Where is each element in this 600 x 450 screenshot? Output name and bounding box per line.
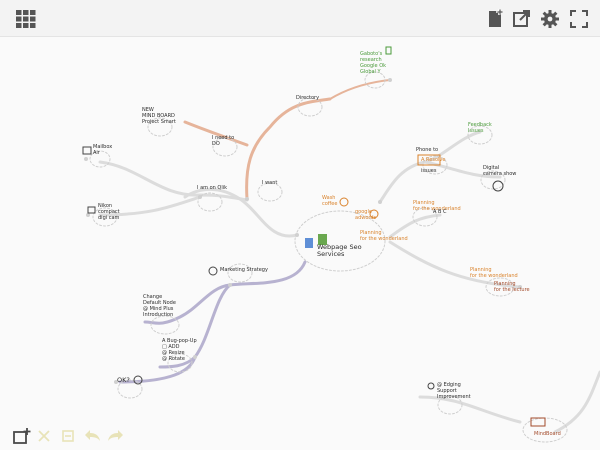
node-green-link[interactable]: Gaboto's research Google Ok Global Y [360,51,387,75]
fullscreen-icon[interactable] [568,8,590,30]
node-phone[interactable]: Phone to [416,147,439,153]
node-seo-feedback[interactable]: Feedback Issues [468,122,492,134]
delete-icon[interactable] [34,426,54,446]
node-change-default[interactable]: Change Default Node @ Mind Plus Introduc… [143,294,176,318]
node-issues[interactable]: issues [421,168,437,174]
node-i-am-on[interactable]: I am on Qlik [197,185,228,191]
node-nikon[interactable]: Nikon compact digi cam [98,203,120,221]
node-mind-board[interactable]: MindBoard [534,431,561,437]
node-abc[interactable]: A B C [433,209,447,215]
node-google-adwords[interactable]: google adwords [355,209,377,221]
export-icon[interactable] [511,8,533,30]
node-ok[interactable]: OK? [117,376,130,384]
node-i-need[interactable]: I need to DO [212,135,235,147]
node-directory[interactable]: Directory [296,95,320,101]
node-planning-3[interactable]: Planning for the wonderland [470,267,518,279]
new-document-icon[interactable] [484,8,506,30]
node-planning-4[interactable]: Planning for the lecture [494,281,530,293]
node-planning[interactable]: Planning for the wonderland [360,230,408,242]
node-a-bug[interactable]: A Bug-pop-Up □ ADD @ Resize @ Rotate [162,338,197,362]
node-smile[interactable]: Marketing Strategy [220,267,268,273]
node-google-coffee[interactable]: Wash coffee [322,195,338,207]
node-edging[interactable]: @ Edging Support Improvement [437,382,471,400]
collapse-icon[interactable] [58,426,78,446]
node-digital-camera[interactable]: Digital camera show [483,165,517,177]
node-root-title[interactable]: Webpage Seo Services [317,243,362,258]
undo-icon[interactable] [82,426,102,446]
grid-menu-icon[interactable] [15,8,37,30]
top-toolbar [0,0,600,37]
bottom-toolbar [0,420,140,450]
redo-icon[interactable] [106,426,126,446]
mind-map-links [82,46,600,443]
node-a-resolve[interactable]: A Resolve [421,157,446,163]
node-icons [82,46,546,427]
mind-map-canvas[interactable]: Webpage Seo Services Wash coffee google … [0,37,600,450]
node-planning-2[interactable]: Planning for the wonderland [413,200,461,212]
gear-icon[interactable] [539,8,561,30]
node-new-mind[interactable]: NEW MIND BOARD Project Smart [142,107,176,125]
node-i-want[interactable]: I want [262,180,278,186]
node-mailbox[interactable]: Mailbox Air [93,144,113,156]
add-node-icon[interactable] [12,426,32,446]
